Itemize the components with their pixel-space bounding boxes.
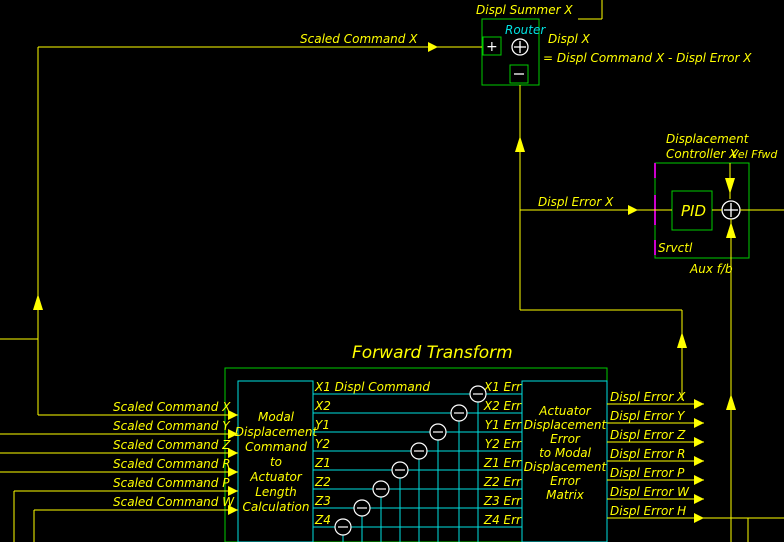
modal-calc-label-line: Actuator: [249, 470, 303, 484]
displ-error-label: Displ Error X: [610, 390, 686, 404]
summer-block: Displ Summer X Router + Displ X = Displ …: [476, 0, 752, 86]
matrix-label-line: Actuator: [538, 404, 592, 418]
controller-title-1: Displacement: [666, 132, 750, 146]
displ-error-label: Displ Error R: [610, 447, 685, 461]
up-arrow-icon: [726, 394, 736, 410]
forward-transform-title: Forward Transform: [352, 343, 513, 363]
router-label: Router: [505, 23, 546, 37]
modal-calc-label-line: Calculation: [243, 500, 310, 514]
right-row-label: Z3 Err: [483, 494, 522, 508]
down-arrow-icon: [725, 178, 735, 194]
left-row-label: X2: [314, 399, 331, 413]
right-row-label: X2 Err: [483, 399, 522, 413]
left-row-label: Y2: [315, 437, 330, 451]
displ-error-x-label: Displ Error X: [538, 195, 614, 209]
matrix-label-line: Matrix: [546, 488, 585, 502]
scaled-command-label: Scaled Command Z: [113, 438, 231, 452]
left-row-label: X1 Displ Command: [314, 380, 430, 394]
plus-box: [482, 36, 502, 56]
up-arrow-icon: [515, 136, 525, 152]
modal-calc-label-line: Displacement: [235, 425, 319, 439]
up-arrow-icon: [677, 332, 687, 348]
modal-calc-label-line: to: [270, 455, 282, 469]
displ-error-outputs: Displ Error X Displ Error Y Displ Error Z D…: [607, 390, 784, 542]
right-row-label: Z4 Err: [483, 513, 522, 527]
displ-error-label: Displ Error P: [610, 466, 685, 480]
scaled-command-label: Scaled Command W: [113, 495, 235, 509]
matrix-label-line: Error: [550, 432, 581, 446]
left-row-label: Z2: [314, 475, 331, 489]
modal-calc-label: ModalDisplacementCommandtoActuatorLength…: [235, 410, 319, 514]
controller-title-2: Controller X: [666, 147, 738, 161]
up-arrow-icon: [33, 294, 43, 310]
summer-equation: = Displ Command X - Displ Error X: [543, 51, 752, 65]
summer-title: Displ Summer X: [476, 3, 573, 17]
displ-error-label: Displ Error H: [610, 504, 686, 518]
left-row-label: Z3: [314, 494, 331, 508]
scaled-command-label: Scaled Command Y: [113, 419, 231, 433]
summing-junction-icon: [511, 38, 529, 56]
forward-transform-block: Forward Transform ModalDisplacementComma…: [224, 343, 608, 542]
modal-calc-label-line: Command: [245, 440, 307, 454]
scaled-command-inputs: Scaled Command X Scaled Command Y Scaled C…: [0, 400, 238, 542]
left-row-label: Z4: [314, 513, 331, 527]
right-row-label: Y2 Err: [485, 437, 522, 451]
aux-fb-label: Aux f/b: [689, 262, 733, 276]
right-row-label: Y1 Err: [485, 418, 522, 432]
modal-to-actuator-block: [237, 380, 314, 542]
summer-frame: [481, 18, 540, 86]
right-row-label: Z1 Err: [483, 456, 522, 470]
modal-calc-label-line: Modal: [258, 410, 295, 424]
minus-box: [509, 64, 529, 84]
scaled-command-label: Scaled Command P: [113, 476, 230, 490]
controller-block: Displacement Controller X Vel Ffwd PID S…: [654, 132, 784, 542]
displ-error-label: Displ Error W: [610, 485, 690, 499]
scaled-command-label: Scaled Command R: [113, 457, 231, 471]
left-row-label: Y1: [315, 418, 330, 432]
displ-error-label: Displ Error Y: [610, 409, 686, 423]
vel-ffwd-label: Vel Ffwd: [731, 148, 778, 161]
up-arrow-icon: [726, 222, 736, 238]
displ-error-label: Displ Error Z: [610, 428, 686, 442]
scaled-command-label: Scaled Command X: [113, 400, 231, 414]
right-row-label: X1 Err: [483, 380, 522, 394]
matrix-label-line: Displacement: [524, 418, 608, 432]
srvctl-label: Srvctl: [658, 241, 693, 255]
plus-sign: +: [486, 39, 498, 55]
displ-x-label: Displ X: [548, 32, 591, 46]
scaled-command-x-top-label: Scaled Command X: [300, 32, 418, 46]
right-row-label: Z2 Err: [483, 475, 522, 489]
matrix-label-line: Displacement: [524, 460, 608, 474]
pid-label: PID: [681, 202, 706, 220]
left-row-label: Z1: [314, 456, 331, 470]
matrix-label-line: to Modal: [539, 446, 592, 460]
matrix-label-line: Error: [550, 474, 581, 488]
modal-calc-label-line: Length: [255, 485, 297, 499]
